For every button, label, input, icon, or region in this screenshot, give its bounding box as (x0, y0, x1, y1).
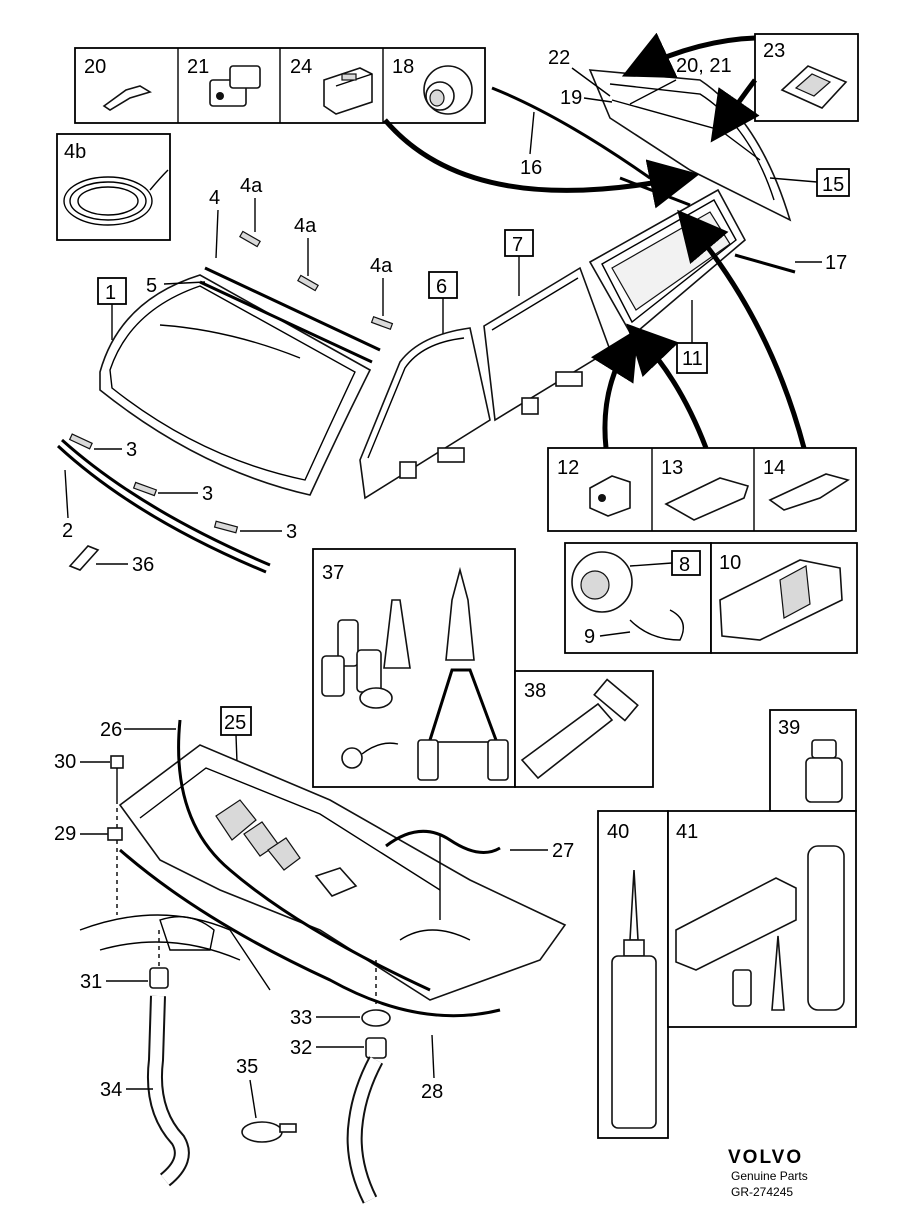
callout-11: 11 (682, 348, 703, 370)
repair-kit-box-37: 37 (312, 548, 516, 788)
cartridge-box-40: 40 (597, 810, 669, 1139)
callout-3-a: 3 (126, 439, 137, 461)
glazing-kit-box-41: 41 (667, 810, 857, 1028)
callout-37: 37 (322, 562, 344, 584)
clamp-35: 35 (236, 1056, 297, 1143)
small-parts-strip: 20 21 24 18 (74, 47, 486, 124)
trim-strip-16: 16 (491, 86, 651, 180)
callout-28: 28 (421, 1081, 443, 1103)
callout-3-b: 3 (202, 483, 213, 505)
block-part-24 (323, 67, 373, 115)
callout-20-21: 20, 21 (676, 55, 732, 77)
callout-10: 10 (719, 552, 741, 574)
callout-7: 7 (512, 234, 523, 256)
drain-parts-33-32: 33 32 (290, 960, 391, 1204)
windscreen-part-1: 1 (97, 274, 372, 496)
tailgate-labels: 22 19 20, 21 (548, 47, 732, 109)
hose-27: 27 (385, 829, 574, 920)
fitting-box-8-9: 8 9 (564, 542, 712, 654)
callout-2: 2 (62, 520, 73, 542)
callout-14: 14 (763, 457, 785, 479)
callout-33: 33 (290, 1007, 312, 1029)
callout-16: 16 (520, 157, 542, 179)
clips-4a: 4a 4a 4a (239, 175, 394, 331)
footer: VOLVO Genuine Parts GR-274245 (728, 1147, 808, 1199)
callout-4a-2: 4a (294, 215, 317, 237)
callout-24: 24 (290, 56, 312, 78)
callout-26: 26 (100, 719, 122, 741)
callout-39: 39 (778, 717, 800, 739)
callout-30: 30 (54, 751, 76, 773)
footer-tagline: Genuine Parts (731, 1169, 808, 1183)
clips-3: 3 3 3 (68, 433, 297, 543)
seal-28: 28 (119, 848, 501, 1103)
callout-27: 27 (552, 840, 574, 862)
door-glass-7: 7 (483, 229, 611, 422)
drain-hose-34: 34 (100, 995, 190, 1187)
footer-ref: GR-274245 (731, 1185, 793, 1199)
callout-12: 12 (557, 457, 579, 479)
bracket-box-10: 10 (710, 542, 858, 654)
callout-4a-1: 4a (240, 175, 263, 197)
seal-26: 26 (100, 719, 431, 992)
callout-29: 29 (54, 823, 76, 845)
drain-valve-31: 31 (80, 930, 169, 993)
grommet-part-18 (423, 65, 473, 115)
callout-32: 32 (290, 1037, 312, 1059)
callout-15: 15 (822, 174, 844, 196)
callout-31: 31 (80, 971, 102, 993)
adhesive-tube-box-38: 38 (514, 670, 654, 788)
seal-roll-box-4b: 4b (56, 133, 171, 241)
callout-9: 9 (584, 626, 595, 648)
connector-part-21 (209, 65, 261, 107)
callout-17: 17 (825, 252, 847, 274)
clips-box-12-13-14: 12 13 14 (547, 447, 857, 532)
callout-8: 8 (679, 554, 690, 576)
callout-22: 22 (548, 47, 570, 69)
body-outline (79, 914, 271, 991)
clip-29: 29 (54, 823, 123, 845)
callout-41: 41 (676, 821, 698, 843)
bolt-30: 30 (54, 751, 124, 915)
cowl-panel-25: 25 (118, 706, 567, 1001)
callout-35: 35 (236, 1056, 258, 1078)
callout-4b: 4b (64, 141, 86, 163)
primer-box-39: 39 (769, 709, 857, 812)
door-glass-6: 6 (359, 271, 491, 500)
callout-21: 21 (187, 56, 209, 78)
callout-1: 1 (105, 282, 116, 304)
lower-moulding-2: 2 (56, 438, 271, 574)
roof-trim-4-5: 4 5 (146, 187, 381, 364)
callout-13: 13 (661, 457, 683, 479)
callout-18: 18 (392, 56, 414, 78)
clip-36: 36 (68, 545, 154, 576)
callout-34: 34 (100, 1079, 122, 1101)
callout-36: 36 (132, 554, 154, 576)
assembly-arrows (383, 32, 807, 449)
callout-5: 5 (146, 275, 157, 297)
clip-part-20 (102, 85, 152, 111)
quarter-glass-11: 11 (588, 188, 747, 374)
brand-wordmark: VOLVO (728, 1147, 803, 1168)
callout-19: 19 (560, 87, 582, 109)
callout-4a-3: 4a (370, 255, 393, 277)
callout-25: 25 (224, 712, 246, 734)
callout-4: 4 (209, 187, 220, 209)
callout-40: 40 (607, 821, 629, 843)
callout-20: 20 (84, 56, 106, 78)
callout-23: 23 (763, 40, 785, 62)
bracket-box-23: 23 (754, 33, 859, 122)
callout-6: 6 (436, 276, 447, 298)
callout-3-c: 3 (286, 521, 297, 543)
callout-38: 38 (524, 680, 546, 702)
